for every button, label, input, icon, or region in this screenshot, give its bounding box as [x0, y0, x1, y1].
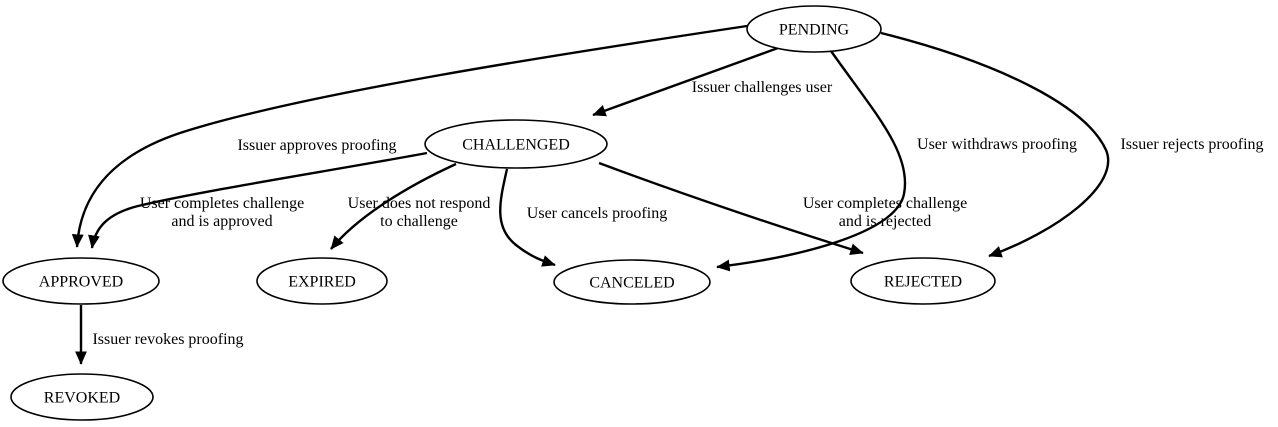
- node-pending-label: PENDING: [779, 22, 850, 39]
- edge-pending-to-approved: [71, 24, 748, 248]
- node-expired-ellipse: [256, 257, 388, 305]
- node-approved-label: APPROVED: [39, 274, 123, 291]
- node-rejected-label: REJECTED: [884, 274, 962, 291]
- node-rejected: REJECTED: [850, 257, 996, 305]
- edge-label-pending-to-challenged: Issuer challenges user: [692, 79, 833, 96]
- edge-label-approved-to-revoked: Issuer revokes proofing: [92, 331, 243, 348]
- edge-challenged-to-approved: [88, 151, 428, 249]
- edge-challenged-to-rejected: [598, 161, 864, 255]
- node-expired-label: EXPIRED: [288, 274, 356, 291]
- edge-label-challenged-to-canceled: User cancels proofing: [527, 205, 667, 222]
- edge-pending-to-challenged: [592, 46, 779, 117]
- node-challenged-label: CHALLENGED: [462, 137, 570, 154]
- node-approved-ellipse: [2, 257, 160, 305]
- node-challenged: CHALLENGED: [424, 119, 608, 169]
- edge-label-pending-to-canceled: User withdraws proofing: [917, 136, 1077, 153]
- edge-challenged-to-canceled: [499, 168, 556, 267]
- node-rejected-ellipse: [850, 257, 996, 305]
- node-pending: PENDING: [746, 5, 882, 53]
- edge-challenged-to-expired: [330, 162, 457, 250]
- node-canceled-label: CANCELED: [589, 275, 674, 292]
- node-pending-ellipse: [746, 5, 882, 53]
- node-revoked: REVOKED: [10, 373, 154, 421]
- node-approved: APPROVED: [2, 257, 160, 305]
- node-expired: EXPIRED: [256, 257, 388, 305]
- node-canceled-ellipse: [553, 259, 711, 305]
- edge-label-pending-to-approved: Issuer approves proofing: [237, 137, 396, 154]
- node-canceled: CANCELED: [553, 259, 711, 305]
- edge-pending-to-canceled: [716, 50, 907, 272]
- edges-layer: [71, 24, 1110, 365]
- node-challenged-ellipse: [424, 119, 608, 169]
- node-revoked-label: REVOKED: [44, 390, 120, 407]
- edge-pending-to-rejected: [880, 31, 1110, 258]
- edge-label-pending-to-rejected: Issuer rejects proofing: [1120, 136, 1263, 153]
- node-revoked-ellipse: [10, 373, 154, 421]
- nodes-layer: PENDING CHALLENGED APPROVED EXPIRED CANCELED…: [2, 5, 996, 421]
